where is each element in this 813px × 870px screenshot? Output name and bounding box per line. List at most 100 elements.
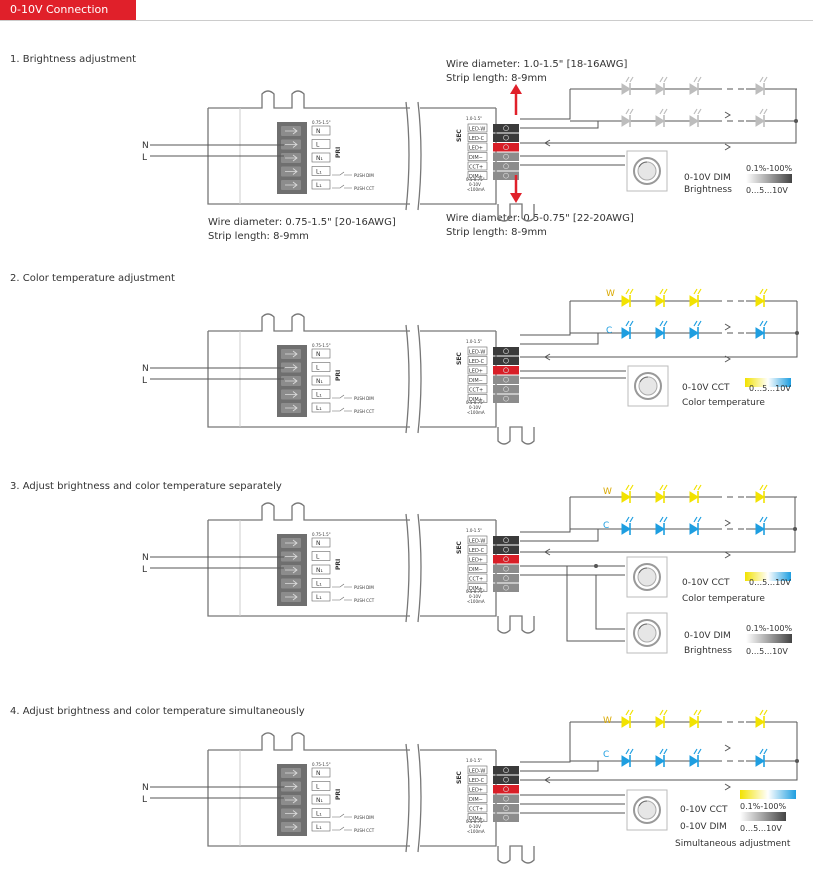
led-rays — [759, 516, 768, 523]
sec-label: SEC — [456, 129, 463, 142]
sec-terminal-slot — [493, 347, 519, 356]
terminal-screw-icon — [503, 814, 509, 821]
pri-gauge-label: 0.75-1.5" — [312, 343, 331, 348]
sec-terminal-label-box — [467, 583, 488, 592]
push-lever-icon — [285, 154, 298, 162]
led-rays — [693, 76, 702, 83]
pri-terminal-label: L — [316, 784, 320, 791]
push-lever-icon — [285, 810, 298, 817]
pri-gauge-label: 0.75-1.5" — [312, 532, 331, 537]
pri-terminal-label-box — [311, 389, 331, 399]
terminal-screw-icon — [503, 565, 509, 572]
pri-terminal-label-box — [311, 348, 331, 359]
sec-terminal-label-box — [467, 152, 488, 161]
arrow-right-icon — [724, 783, 731, 791]
header-tab[interactable]: 0-10V Connection — [0, 0, 136, 20]
led-icon — [621, 320, 634, 339]
led-icon — [655, 709, 668, 728]
terminal-screw-icon — [503, 584, 509, 591]
arrow-left-icon — [544, 353, 551, 361]
led-rays — [759, 288, 768, 295]
arrow-left-icon — [544, 139, 551, 147]
led-triangle — [755, 716, 765, 728]
sec-terminal-label-box — [467, 384, 488, 394]
led-triangle — [755, 115, 765, 127]
push-lever-icon — [285, 593, 298, 601]
led-triangle — [755, 491, 765, 503]
dimmer-arc — [638, 161, 648, 168]
led-icon — [689, 516, 702, 535]
pri-terminal-label: N — [316, 540, 321, 547]
push-cct-label: PUSH CCT — [354, 186, 375, 191]
led-c-label: C — [603, 521, 609, 531]
push-lever-icon — [285, 377, 298, 385]
pri-terminal-label: N₁ — [316, 378, 323, 385]
switch-dim-icon — [332, 171, 352, 176]
control-label-line2: Brightness — [684, 646, 732, 656]
dim-gauge-label: 0.5-0.75" — [466, 177, 485, 182]
wire — [520, 497, 571, 533]
sec-terminal-label: CCT+ — [469, 576, 483, 582]
terminal-screw-icon — [503, 767, 509, 774]
led-rays — [659, 76, 668, 83]
driver-left-edge — [207, 331, 410, 428]
max-current-label: <100mA — [467, 599, 485, 604]
pri-terminal-label-box — [311, 402, 331, 413]
dim-voltage-label: 0-10V — [469, 182, 481, 187]
pri-terminal-label-box — [311, 179, 331, 190]
sec-terminal-slot — [493, 385, 519, 394]
led-rays — [625, 516, 634, 523]
pri-terminal-label: N₁ — [316, 567, 323, 574]
sec-label: SEC — [456, 771, 463, 784]
led-rays — [693, 320, 702, 327]
terminal-screw-icon — [503, 153, 509, 160]
sec-wire-diameter: Wire diameter: 1.0-1.5" [18-16AWG] — [446, 59, 628, 70]
switch-cct-icon — [332, 826, 352, 831]
sec-terminal-label-box — [467, 535, 488, 545]
push-dim-label: PUSH DIM — [354, 585, 374, 590]
led-rays — [693, 748, 702, 755]
led-icon — [689, 76, 702, 95]
pri-terminal-label-box — [311, 564, 331, 575]
sec-terminal-label: CCT+ — [469, 387, 483, 393]
dim-voltage-label: 0-10V — [469, 824, 481, 829]
junction-dot — [795, 331, 799, 335]
input-l-label: L — [142, 153, 147, 163]
sec-terminal-label: LED-W — [469, 126, 485, 132]
led-rays — [625, 320, 634, 327]
sec-terminal-label-box — [467, 171, 488, 180]
led-icon — [655, 288, 668, 307]
terminal-screw-icon — [503, 357, 509, 364]
pri-terminal-label-box — [311, 821, 331, 832]
scale-top-label: 0.1%-100% — [740, 802, 786, 811]
junction-dot — [594, 564, 598, 568]
led-c-label: C — [606, 326, 612, 336]
arrow-right-icon — [724, 744, 731, 752]
arrow-down-icon — [510, 193, 522, 203]
led-icon — [689, 320, 702, 339]
max-current-label: <100mA — [467, 187, 485, 192]
driver-left-edge — [207, 520, 410, 617]
sec-terminal-label-box — [467, 784, 488, 794]
push-dim-label: PUSH DIM — [354, 173, 374, 178]
sec-terminal-label-box — [467, 365, 488, 375]
push-lever-icon — [285, 364, 298, 371]
dim-gauge-label: 0.5-0.75" — [466, 589, 485, 594]
input-l-label: L — [142, 795, 147, 805]
dim-voltage-label: 0-10V — [469, 405, 481, 410]
wire — [566, 566, 625, 642]
sec-terminal-slot — [493, 536, 519, 545]
led-icon — [755, 516, 768, 535]
led-rays — [693, 516, 702, 523]
switch-dim-icon — [332, 813, 352, 818]
sec-terminal-label-box — [467, 775, 488, 784]
driver-top-edge — [208, 732, 410, 751]
led-rays — [625, 108, 634, 115]
pri-gauge-label: 0.75-1.5" — [312, 120, 331, 125]
pri-terminal-label: L₁ — [316, 594, 322, 601]
sec-terminal-label-box — [467, 133, 488, 142]
